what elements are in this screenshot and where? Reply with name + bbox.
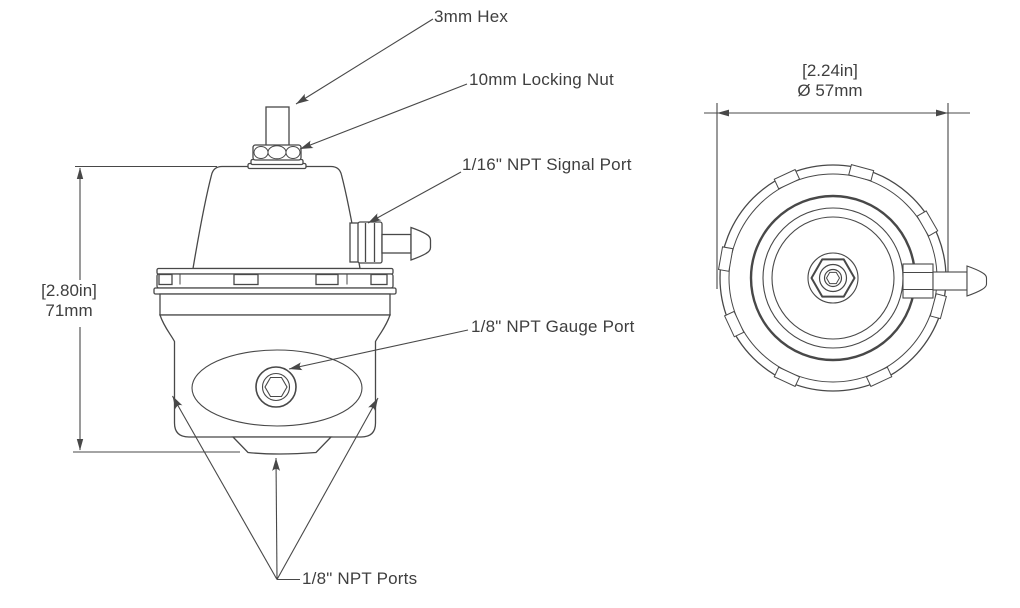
signal-port-fitting [349,221,432,264]
gauge-port-callout-label: 1/8" NPT Gauge Port [471,317,635,336]
cap-step-circle-outer [762,207,904,349]
body-face-ellipse [191,349,363,427]
locking-ring-flange [153,267,397,295]
dimension-arrow-right-icon [936,109,948,117]
ports-callout-label: 1/8" NPT Ports [302,569,418,588]
dimension-arrow-up-icon [76,167,84,179]
ports-leader-left [172,395,278,580]
callout-leaders [172,18,469,581]
top-view-drawing [704,103,988,392]
gauge-port-leader [288,329,469,371]
ports-leader-right [276,397,379,580]
diaphragm-cap-circle [749,194,917,362]
hex-callout-label: 3mm Hex [434,7,509,26]
signal-port-leader [367,171,462,224]
upper-body-band [159,293,391,316]
diameter-inches-label: [2.24in] [802,61,858,80]
center-adjuster-top [807,252,859,304]
bottom-port-boss [231,436,333,455]
locking-nut-leader [299,83,468,150]
dimension-arrow-left-icon [717,109,729,117]
cap-step-circle-inner [771,216,895,340]
hex-leader [295,18,434,105]
regulator-body [159,314,391,438]
locking-nut [252,144,302,161]
top-view-barb-fitting [902,263,988,299]
ports-leader-middle [272,457,281,580]
diameter-mm-label: Ø 57mm [797,81,863,101]
height-mm-label: 71mm [45,301,93,321]
side-view-drawing [73,18,469,581]
height-dimension-text: [2.80in] 71mm [26,281,112,322]
adjustment-screw [265,106,290,148]
dimension-arrow-down-icon [76,439,84,451]
signal-port-callout-label: 1/16" NPT Signal Port [462,155,632,174]
spring-dome [192,165,361,270]
locking-nut-callout-label: 10mm Locking Nut [469,70,614,89]
diameter-dimension-text: [2.24in] Ø 57mm [779,61,881,102]
height-inches-label: [2.80in] [41,281,97,300]
gauge-port-plug [255,366,297,408]
height-dimension [73,165,240,453]
diameter-dimension [704,103,970,289]
